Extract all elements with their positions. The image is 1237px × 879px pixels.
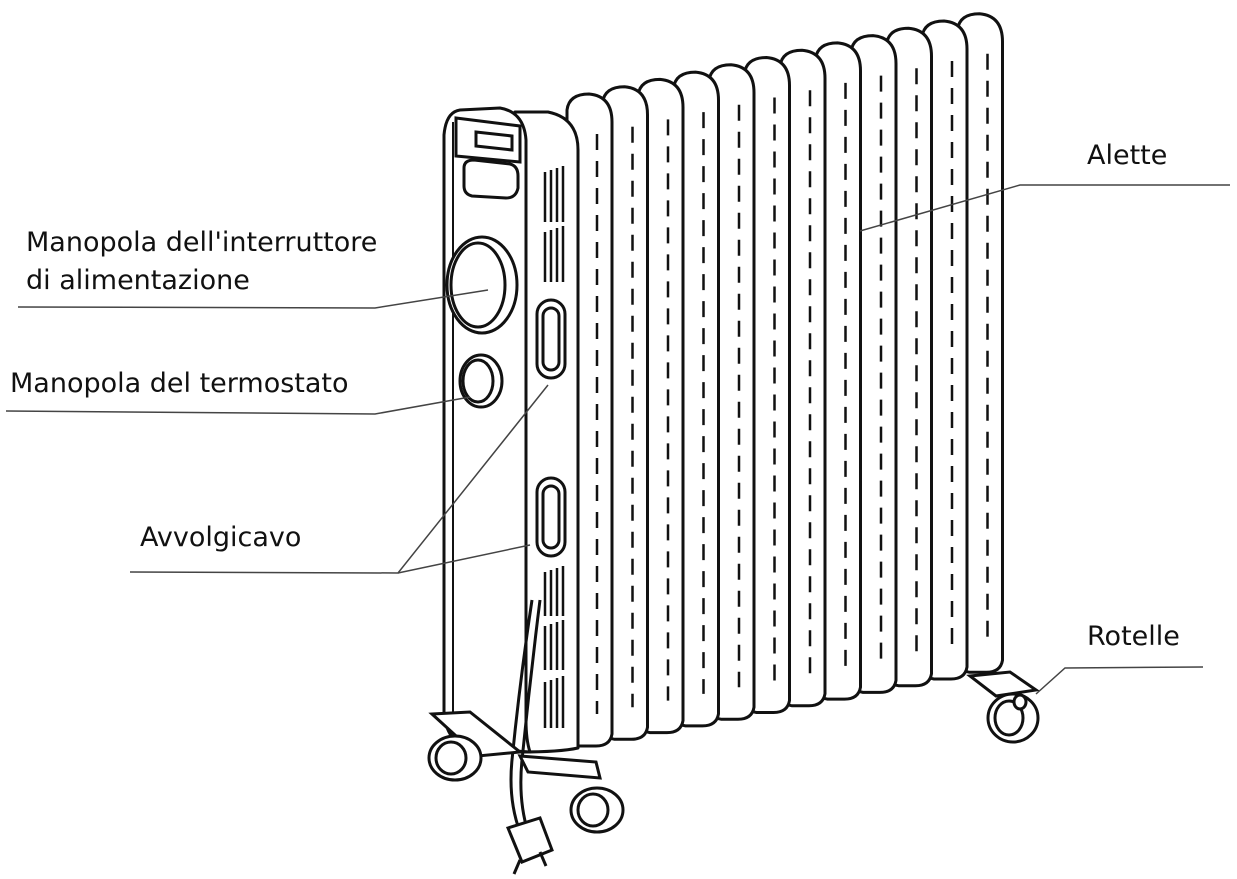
label-fins: Alette [1087,140,1168,171]
vent-slots [543,166,565,728]
label-power-line-1: Manopola dell'interruttore [26,227,378,258]
cord-winder-hooks [535,298,567,558]
rear-foot-and-wheel [966,670,1040,744]
label-wheels: Rotelle [1087,621,1180,652]
thermostat-knob [458,353,504,409]
power-switch-knob [445,235,519,335]
label-thermostat-knob: Manopola del termostato [10,368,349,399]
leader-lines [5,184,1230,695]
label-cord-winder: Avvolgicavo [140,522,302,553]
front-feet-and-wheels [427,710,625,834]
plug [505,816,554,875]
label-power-switch-knob: Manopola dell'interruttore di alimentazi… [26,224,377,300]
top-grip [454,116,522,200]
label-power-line-2: di alimentazione [26,265,250,296]
radiator-fins [565,12,1004,748]
